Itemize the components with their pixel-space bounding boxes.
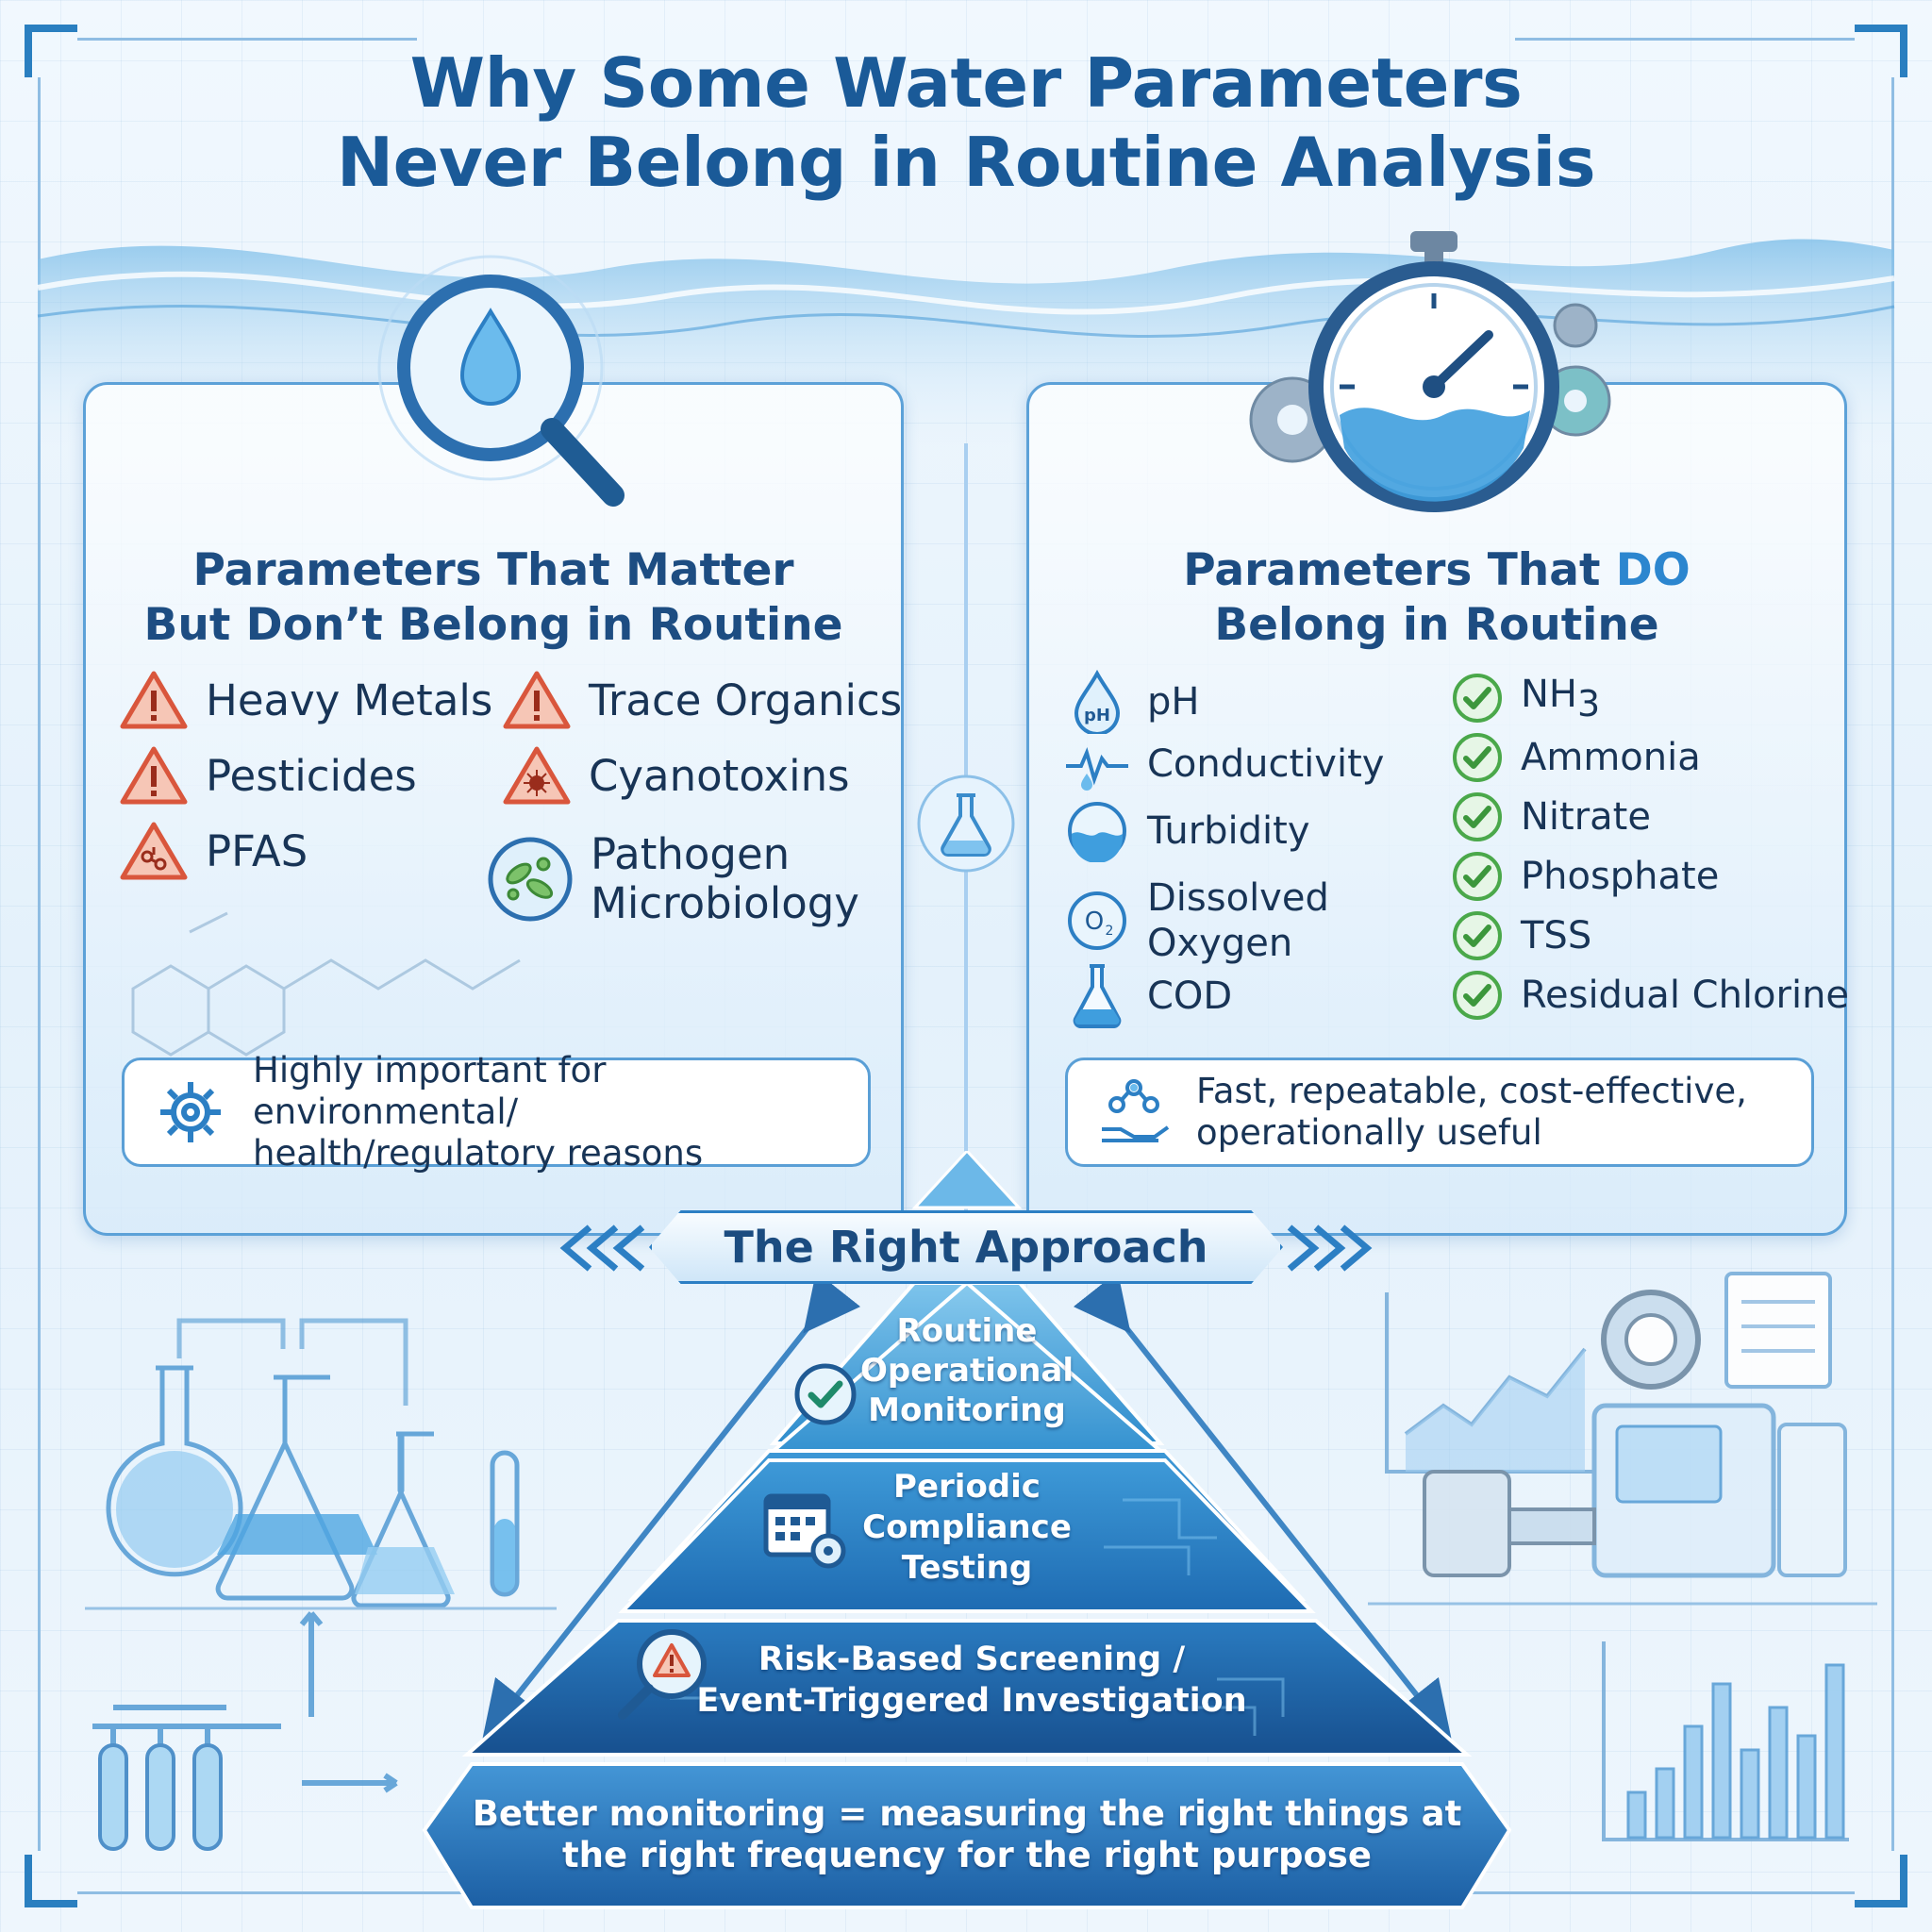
param-turbidity: Turbidity (1064, 800, 1310, 862)
frame-line-top-left (77, 38, 417, 41)
conclusion-banner: Better monitoring = measuring the right … (472, 1793, 1462, 1875)
chevron-right-icon (1287, 1224, 1373, 1272)
corner-bracket-top-left (25, 25, 77, 77)
check-circle-icon (1451, 731, 1504, 784)
hand-molecule-icon (1102, 1079, 1170, 1142)
analytics-instruments-illustration (1368, 1272, 1877, 1841)
check-circle-icon (1451, 909, 1504, 962)
param-heavy-metals: Heavy Metals (119, 670, 492, 730)
param-phosphate: Phosphate (1451, 850, 1719, 903)
calendar-gear-icon (763, 1493, 846, 1569)
magnifier-water-drop-icon (377, 255, 625, 507)
svg-text:pH: pH (1084, 706, 1110, 725)
microbe-icon (487, 836, 574, 923)
corner-bracket-bottom-right (1855, 1855, 1907, 1907)
frame-line-left (38, 77, 41, 1851)
panel-not-routine: Parameters That Matter But Don’t Belong … (83, 382, 904, 1236)
check-circle-icon (1451, 969, 1504, 1022)
check-circle-icon (1451, 672, 1504, 724)
panel-right-heading: Parameters That DO Belong in Routine (1183, 544, 1690, 651)
chevron-left-icon (559, 1224, 645, 1272)
ph-drop-icon: pH (1064, 670, 1130, 734)
note-right-text: Fast, repeatable, cost-effective, operat… (1196, 1071, 1747, 1153)
biohazard-warning-icon (502, 745, 572, 806)
frame-line-right (1891, 77, 1894, 1851)
param-cyanotoxins: Cyanotoxins (502, 745, 850, 806)
panel-left-heading: Parameters That Matter But Don’t Belong … (143, 544, 843, 651)
param-ph: pH pH (1064, 670, 1199, 734)
param-tss: TSS (1451, 909, 1591, 962)
corner-bracket-top-right (1855, 25, 1907, 77)
note-left-text: Highly important for environmental/ heal… (253, 1050, 704, 1174)
param-trace-organics: Trace Organics (502, 670, 902, 730)
tier-periodic-label: Periodic Compliance Testing (862, 1468, 1072, 1587)
stopwatch-gears-icon (1249, 231, 1611, 512)
flask-icon (917, 774, 1015, 873)
param-ammonia: Ammonia (1451, 731, 1701, 784)
param-pathogen-microbiology: Pathogen Microbiology (487, 830, 859, 928)
check-badge-icon (794, 1363, 857, 1425)
svg-text:O: O (1085, 908, 1104, 936)
param-nitrate: Nitrate (1451, 791, 1651, 843)
chemical-warning-icon (119, 821, 189, 881)
corner-bracket-bottom-left (25, 1855, 77, 1907)
lab-glassware-illustration (85, 1318, 557, 1851)
param-cod: COD (1064, 962, 1232, 1030)
title-line-1: Why Some Water Parameters (409, 43, 1523, 123)
molecule-decoration (131, 911, 521, 1057)
pyramid-tiers (422, 1283, 1512, 1909)
title-line-2: Never Belong in Routine Analysis (336, 123, 1596, 202)
conductivity-wave-icon (1064, 736, 1130, 792)
magnifier-warning-icon (618, 1629, 707, 1720)
param-residual-chlorine: Residual Chlorine (1451, 969, 1849, 1022)
tier-risk-based-label: Risk-Based Screening / Event-Triggered I… (696, 1641, 1247, 1720)
frame-line-top-right (1515, 38, 1855, 41)
main-title: Why Some Water Parameters Never Belong i… (0, 43, 1932, 202)
panel-routine: Parameters That DO Belong in Routine Fas… (1026, 382, 1847, 1236)
note-left: Highly important for environmental/ heal… (122, 1050, 871, 1174)
note-right: Fast, repeatable, cost-effective, operat… (1065, 1058, 1814, 1167)
svg-text:2: 2 (1106, 924, 1114, 939)
approach-banner: The Right Approach (649, 1210, 1283, 1284)
tier-routine-label: Routine Operational Monitoring (859, 1312, 1074, 1429)
warning-icon (119, 745, 189, 806)
flask-icon (1064, 962, 1130, 1030)
param-pesticides: Pesticides (119, 745, 417, 806)
gear-icon (160, 1082, 221, 1142)
turbidity-icon (1064, 800, 1130, 862)
param-nh3: NH3 (1451, 672, 1600, 724)
param-conductivity: Conductivity (1064, 736, 1384, 792)
warning-icon (502, 670, 572, 730)
check-circle-icon (1451, 850, 1504, 903)
check-circle-icon (1451, 791, 1504, 843)
param-pfas: PFAS (119, 821, 308, 881)
bidirectional-arrows (482, 1283, 1452, 1740)
warning-icon (119, 670, 189, 730)
